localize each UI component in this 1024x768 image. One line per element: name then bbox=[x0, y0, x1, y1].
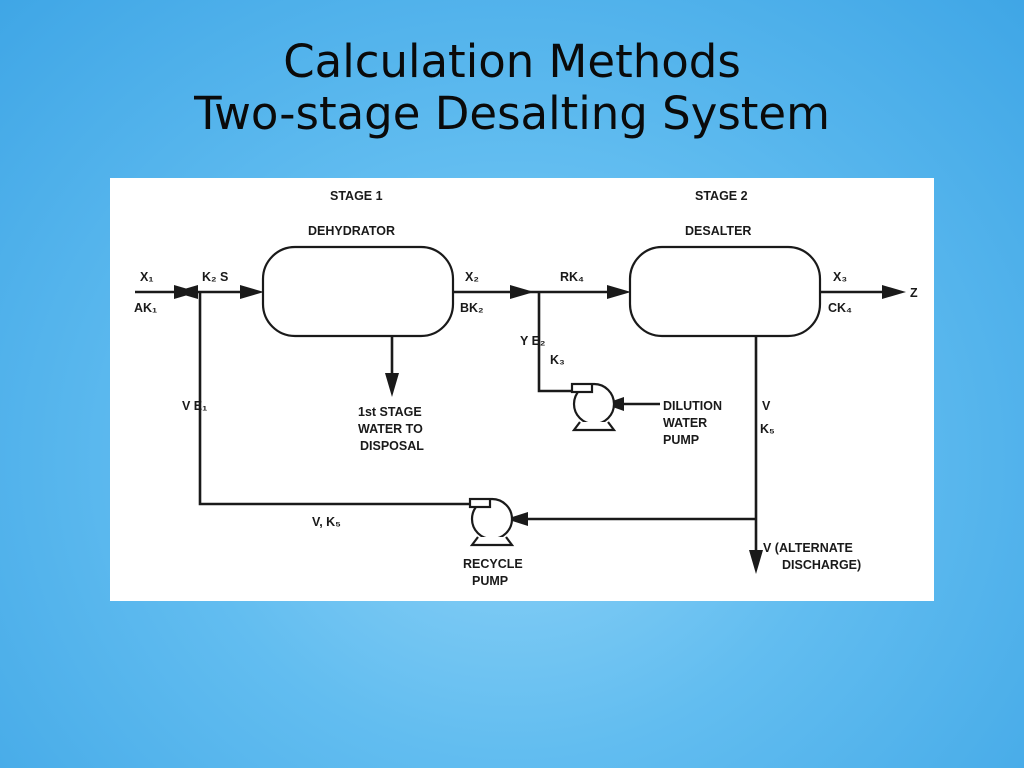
first-stage-water-line1: 1st STAGE bbox=[358, 405, 422, 419]
y-e2-label: Y E₂ bbox=[520, 334, 545, 348]
dilution-line bbox=[537, 292, 572, 393]
inlet-x1-label: X₁ bbox=[140, 270, 154, 284]
dilution-pump-line2: WATER bbox=[663, 416, 707, 430]
stage1-label: STAGE 1 bbox=[330, 189, 383, 203]
v-k5-bottom-label: V, K₅ bbox=[312, 515, 341, 529]
k2s-label: K₂ S bbox=[202, 270, 228, 284]
stage2-vessel-label: DESALTER bbox=[685, 224, 751, 238]
slide-title: Calculation Methods Two-stage Desalting … bbox=[0, 36, 1024, 140]
water-drain-arrow bbox=[385, 373, 399, 397]
desalter-vessel bbox=[628, 245, 822, 338]
feed-arrow-1b bbox=[174, 285, 198, 299]
k3-label: K₃ bbox=[550, 353, 565, 367]
first-stage-water-line3: DISPOSAL bbox=[360, 439, 424, 453]
x3-label: X₃ bbox=[833, 270, 847, 284]
alternate-discharge-line1: V (ALTERNATE bbox=[763, 541, 853, 555]
dilution-pump-line3: PUMP bbox=[663, 433, 699, 447]
alternate-discharge-arrow bbox=[749, 550, 763, 574]
stage1-vessel-label: DEHYDRATOR bbox=[308, 224, 395, 238]
stage2-label: STAGE 2 bbox=[695, 189, 748, 203]
x2-label: X₂ bbox=[465, 270, 479, 284]
recycle-pump-line1: RECYCLE bbox=[463, 557, 523, 571]
interstage-arrow-1 bbox=[510, 285, 534, 299]
dilution-pump-icon bbox=[570, 382, 617, 432]
recycle-pump-icon bbox=[468, 497, 515, 547]
process-flow-svg: STAGE 1 DEHYDRATOR STAGE 2 DESALTER X₁ A… bbox=[134, 189, 918, 588]
interstage-arrow-2 bbox=[607, 285, 631, 299]
k5-right-label: K₅ bbox=[760, 422, 775, 436]
title-line-1: Calculation Methods bbox=[283, 35, 741, 88]
recycle-return-line bbox=[198, 292, 470, 506]
first-stage-water-line2: WATER TO bbox=[358, 422, 423, 436]
v-e1-label: V E₁ bbox=[182, 399, 207, 413]
inlet-ak1-label: AK₁ bbox=[134, 301, 157, 315]
dilution-pump-line1: DILUTION bbox=[663, 399, 722, 413]
title-line-2: Two-stage Desalting System bbox=[194, 87, 830, 140]
recycle-pump-line2: PUMP bbox=[472, 574, 508, 588]
ck4-label: CK₄ bbox=[828, 301, 852, 315]
feed-arrow-2 bbox=[240, 285, 264, 299]
z-label: Z bbox=[910, 286, 918, 300]
alternate-discharge-line2: DISCHARGE) bbox=[782, 558, 861, 572]
v-right-label: V bbox=[762, 399, 771, 413]
outlet-arrow bbox=[882, 285, 906, 299]
desalting-diagram: STAGE 1 DEHYDRATOR STAGE 2 DESALTER X₁ A… bbox=[110, 178, 934, 601]
recycle-arrow bbox=[506, 512, 528, 526]
bk2-label: BK₂ bbox=[460, 301, 484, 315]
dehydrator-vessel bbox=[261, 245, 455, 338]
rk4-label: RK₄ bbox=[560, 270, 584, 284]
